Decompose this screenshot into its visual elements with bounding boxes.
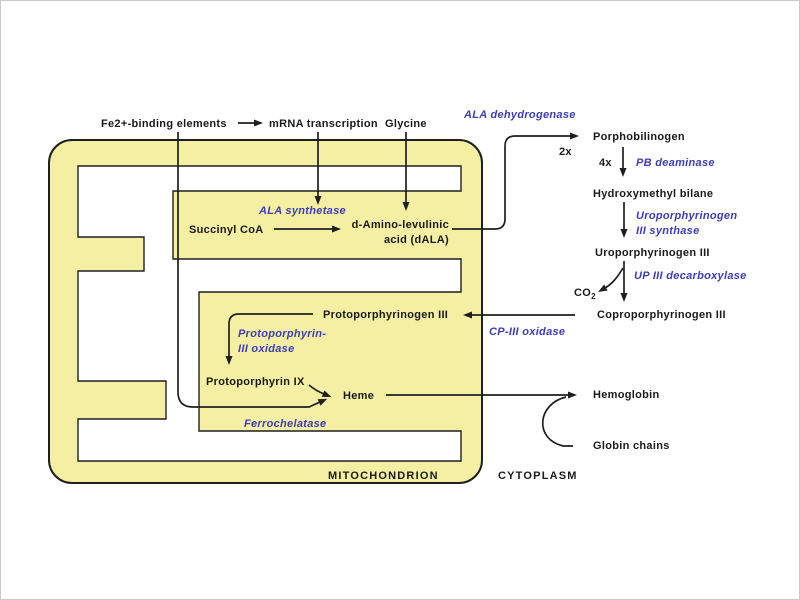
label-protoporphyrinogen-iii: Protoporphyrinogen III bbox=[323, 309, 449, 321]
label-multiplier-4x: 4x bbox=[599, 157, 612, 169]
pathway-arrows bbox=[177, 119, 628, 447]
mitochondrion-shape bbox=[48, 139, 483, 484]
label-fe2-binding-elements: Fe2+-binding elements bbox=[101, 118, 227, 130]
label-dala: d-Amino-levulinic acid (dALA) bbox=[351, 219, 449, 246]
label-enzyme-ala-dehydrogenase: ALA dehydrogenase bbox=[464, 109, 576, 121]
arrow-dala-to-porphobilinogen bbox=[452, 132, 579, 230]
label-protoporphyrin-ix: Protoporphyrin IX bbox=[206, 376, 305, 388]
curve-globin-join bbox=[541, 396, 573, 447]
label-mitochondrion: MITOCHONDRION bbox=[328, 470, 439, 482]
label-enzyme-ferrochelatase: Ferrochelatase bbox=[244, 418, 327, 430]
label-enzyme-up-iii-decarboxylase: UP III decarboxylase bbox=[634, 270, 747, 282]
label-mrna-transcription: mRNA transcription bbox=[269, 118, 378, 130]
arrow-ppgen-to-ppix bbox=[225, 313, 313, 365]
label-enzyme-ala-synthetase: ALA synthetase bbox=[259, 205, 346, 217]
label-co2: CO2 bbox=[574, 286, 596, 303]
co2-subscript: 2 bbox=[591, 292, 596, 302]
label-coproporphyrinogen-iii: Coproporphyrinogen III bbox=[597, 309, 726, 321]
label-enzyme-uroporphyrinogen-iii-synthase: Uroporphyrinogen III synthase bbox=[636, 210, 738, 237]
label-enzyme-pb-deaminase: PB deaminase bbox=[636, 157, 715, 169]
arrow-fe2-to-heme bbox=[177, 132, 328, 408]
arrow-co2-branch bbox=[598, 267, 624, 292]
label-multiplier-2x: 2x bbox=[559, 146, 572, 158]
label-succinyl-coa: Succinyl CoA bbox=[189, 224, 264, 236]
label-cytoplasm: CYTOPLASM bbox=[498, 470, 578, 482]
label-glycine: Glycine bbox=[385, 118, 427, 130]
label-globin-chains: Globin chains bbox=[593, 440, 670, 452]
label-porphobilinogen: Porphobilinogen bbox=[593, 131, 685, 143]
arrow-ppix-to-heme bbox=[308, 384, 332, 397]
label-heme: Heme bbox=[343, 390, 375, 402]
label-hydroxymethyl-bilane: Hydroxymethyl bilane bbox=[593, 188, 714, 200]
label-uroporphyrinogen-iii: Uroporphyrinogen III bbox=[595, 247, 710, 259]
co2-base: CO bbox=[574, 287, 592, 299]
label-hemoglobin: Hemoglobin bbox=[593, 389, 660, 401]
label-enzyme-protoporphyrin-iii-oxidase: Protoporphyrin- III oxidase bbox=[238, 328, 327, 355]
label-enzyme-cp-iii-oxidase: CP-III oxidase bbox=[489, 326, 566, 338]
